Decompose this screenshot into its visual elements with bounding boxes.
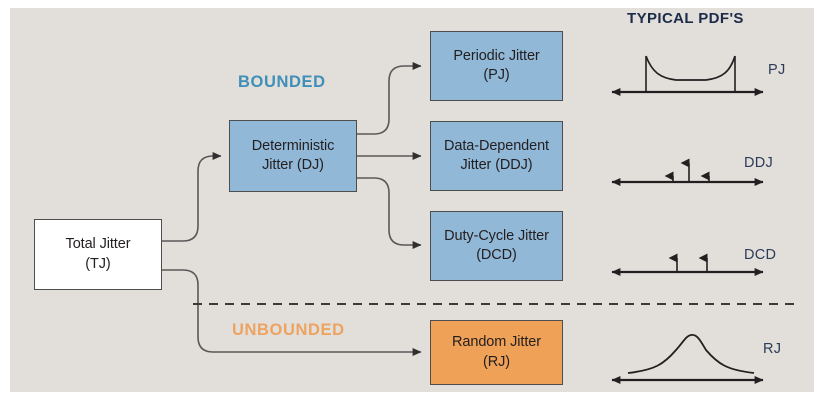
pdf-tag-pj: PJ (768, 62, 786, 78)
node-deterministic-jitter[interactable]: Deterministic Jitter (DJ) (229, 120, 357, 192)
node-periodic-jitter[interactable]: Periodic Jitter (PJ) (430, 31, 563, 101)
pdf-plot-dcd (611, 253, 764, 276)
node-data-dependent-jitter[interactable]: Data-Dependent Jitter (DDJ) (430, 121, 563, 191)
node-total-jitter-label: Total Jitter (TJ) (65, 236, 131, 272)
group-label-unbounded: UNBOUNDED (232, 321, 345, 339)
node-total-jitter[interactable]: Total Jitter (TJ) (34, 219, 162, 290)
edge-tj-rj (162, 269, 422, 356)
node-duty-cycle-jitter-label: Duty-Cycle Jitter (DCD) (444, 227, 549, 263)
diagram-panel (10, 8, 814, 392)
node-random-jitter[interactable]: Random Jitter (RJ) (430, 320, 563, 385)
node-periodic-jitter-label: Periodic Jitter (PJ) (453, 47, 540, 83)
pdf-tag-dcd: DCD (744, 247, 777, 263)
pdf-tag-rj: RJ (763, 341, 782, 357)
node-data-dependent-jitter-label: Data-Dependent Jitter (DDJ) (443, 137, 549, 173)
node-random-jitter-label: Random Jitter (RJ) (452, 334, 541, 370)
node-deterministic-jitter-label: Deterministic Jitter (DJ) (251, 137, 335, 173)
pdf-column-title: TYPICAL PDF'S (627, 10, 744, 27)
edge-tj-dj (162, 152, 222, 242)
pdf-plot-ddj (611, 158, 764, 186)
pdf-tag-ddj: DDJ (744, 155, 774, 171)
group-label-bounded: BOUNDED (238, 73, 326, 91)
node-duty-cycle-jitter[interactable]: Duty-Cycle Jitter (DCD) (430, 211, 563, 281)
edge-dj-pj (357, 62, 422, 135)
pdf-plot-pj (611, 55, 764, 96)
edge-dj-dcd (357, 177, 422, 249)
pdf-plot-rj (611, 334, 764, 384)
